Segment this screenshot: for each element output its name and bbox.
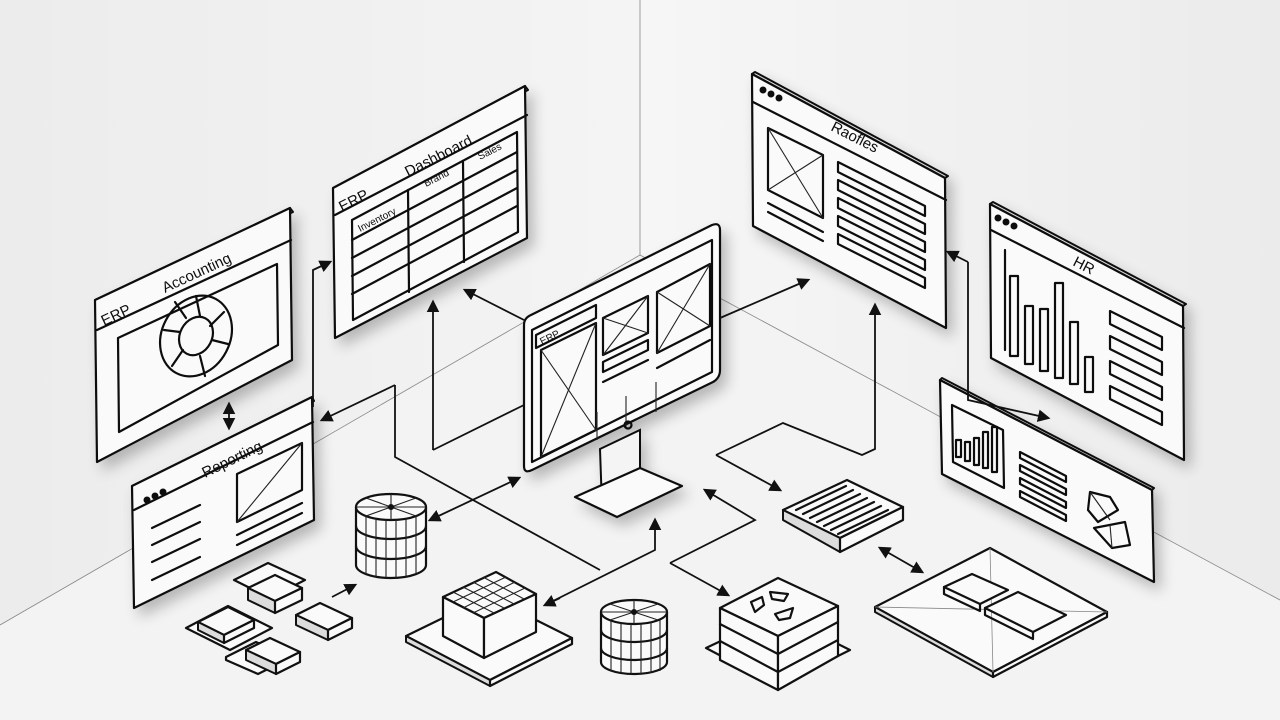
- grid-cube-icon[interactable]: [404, 570, 574, 688]
- hr-bar-chart-icon: [1003, 248, 1095, 394]
- dashboard-panel[interactable]: ERP Dashboard Inventory Brand Sales: [331, 84, 529, 340]
- reporting-panel[interactable]: Reporting: [130, 395, 316, 610]
- rack-panel-icon[interactable]: [781, 478, 905, 554]
- dashboard-table: [350, 150, 519, 296]
- mini-bar-chart-icon: [954, 425, 999, 474]
- modules-grid-icon[interactable]: [184, 561, 354, 676]
- database-icon-1[interactable]: [354, 492, 428, 580]
- geometric-shapes-icon: [1086, 490, 1132, 550]
- hr-panel[interactable]: HR: [988, 201, 1187, 462]
- central-monitor[interactable]: ERP: [522, 223, 722, 519]
- platform-tiles-icon[interactable]: [873, 546, 1109, 679]
- accounting-panel[interactable]: ERP Accounting: [93, 206, 294, 464]
- database-icon-2[interactable]: [599, 598, 669, 676]
- donut-chart-icon: [158, 294, 234, 378]
- connector-lines: [312, 250, 1051, 607]
- profiles-panel[interactable]: Raofles: [750, 71, 949, 330]
- server-stack-icon[interactable]: [704, 576, 852, 692]
